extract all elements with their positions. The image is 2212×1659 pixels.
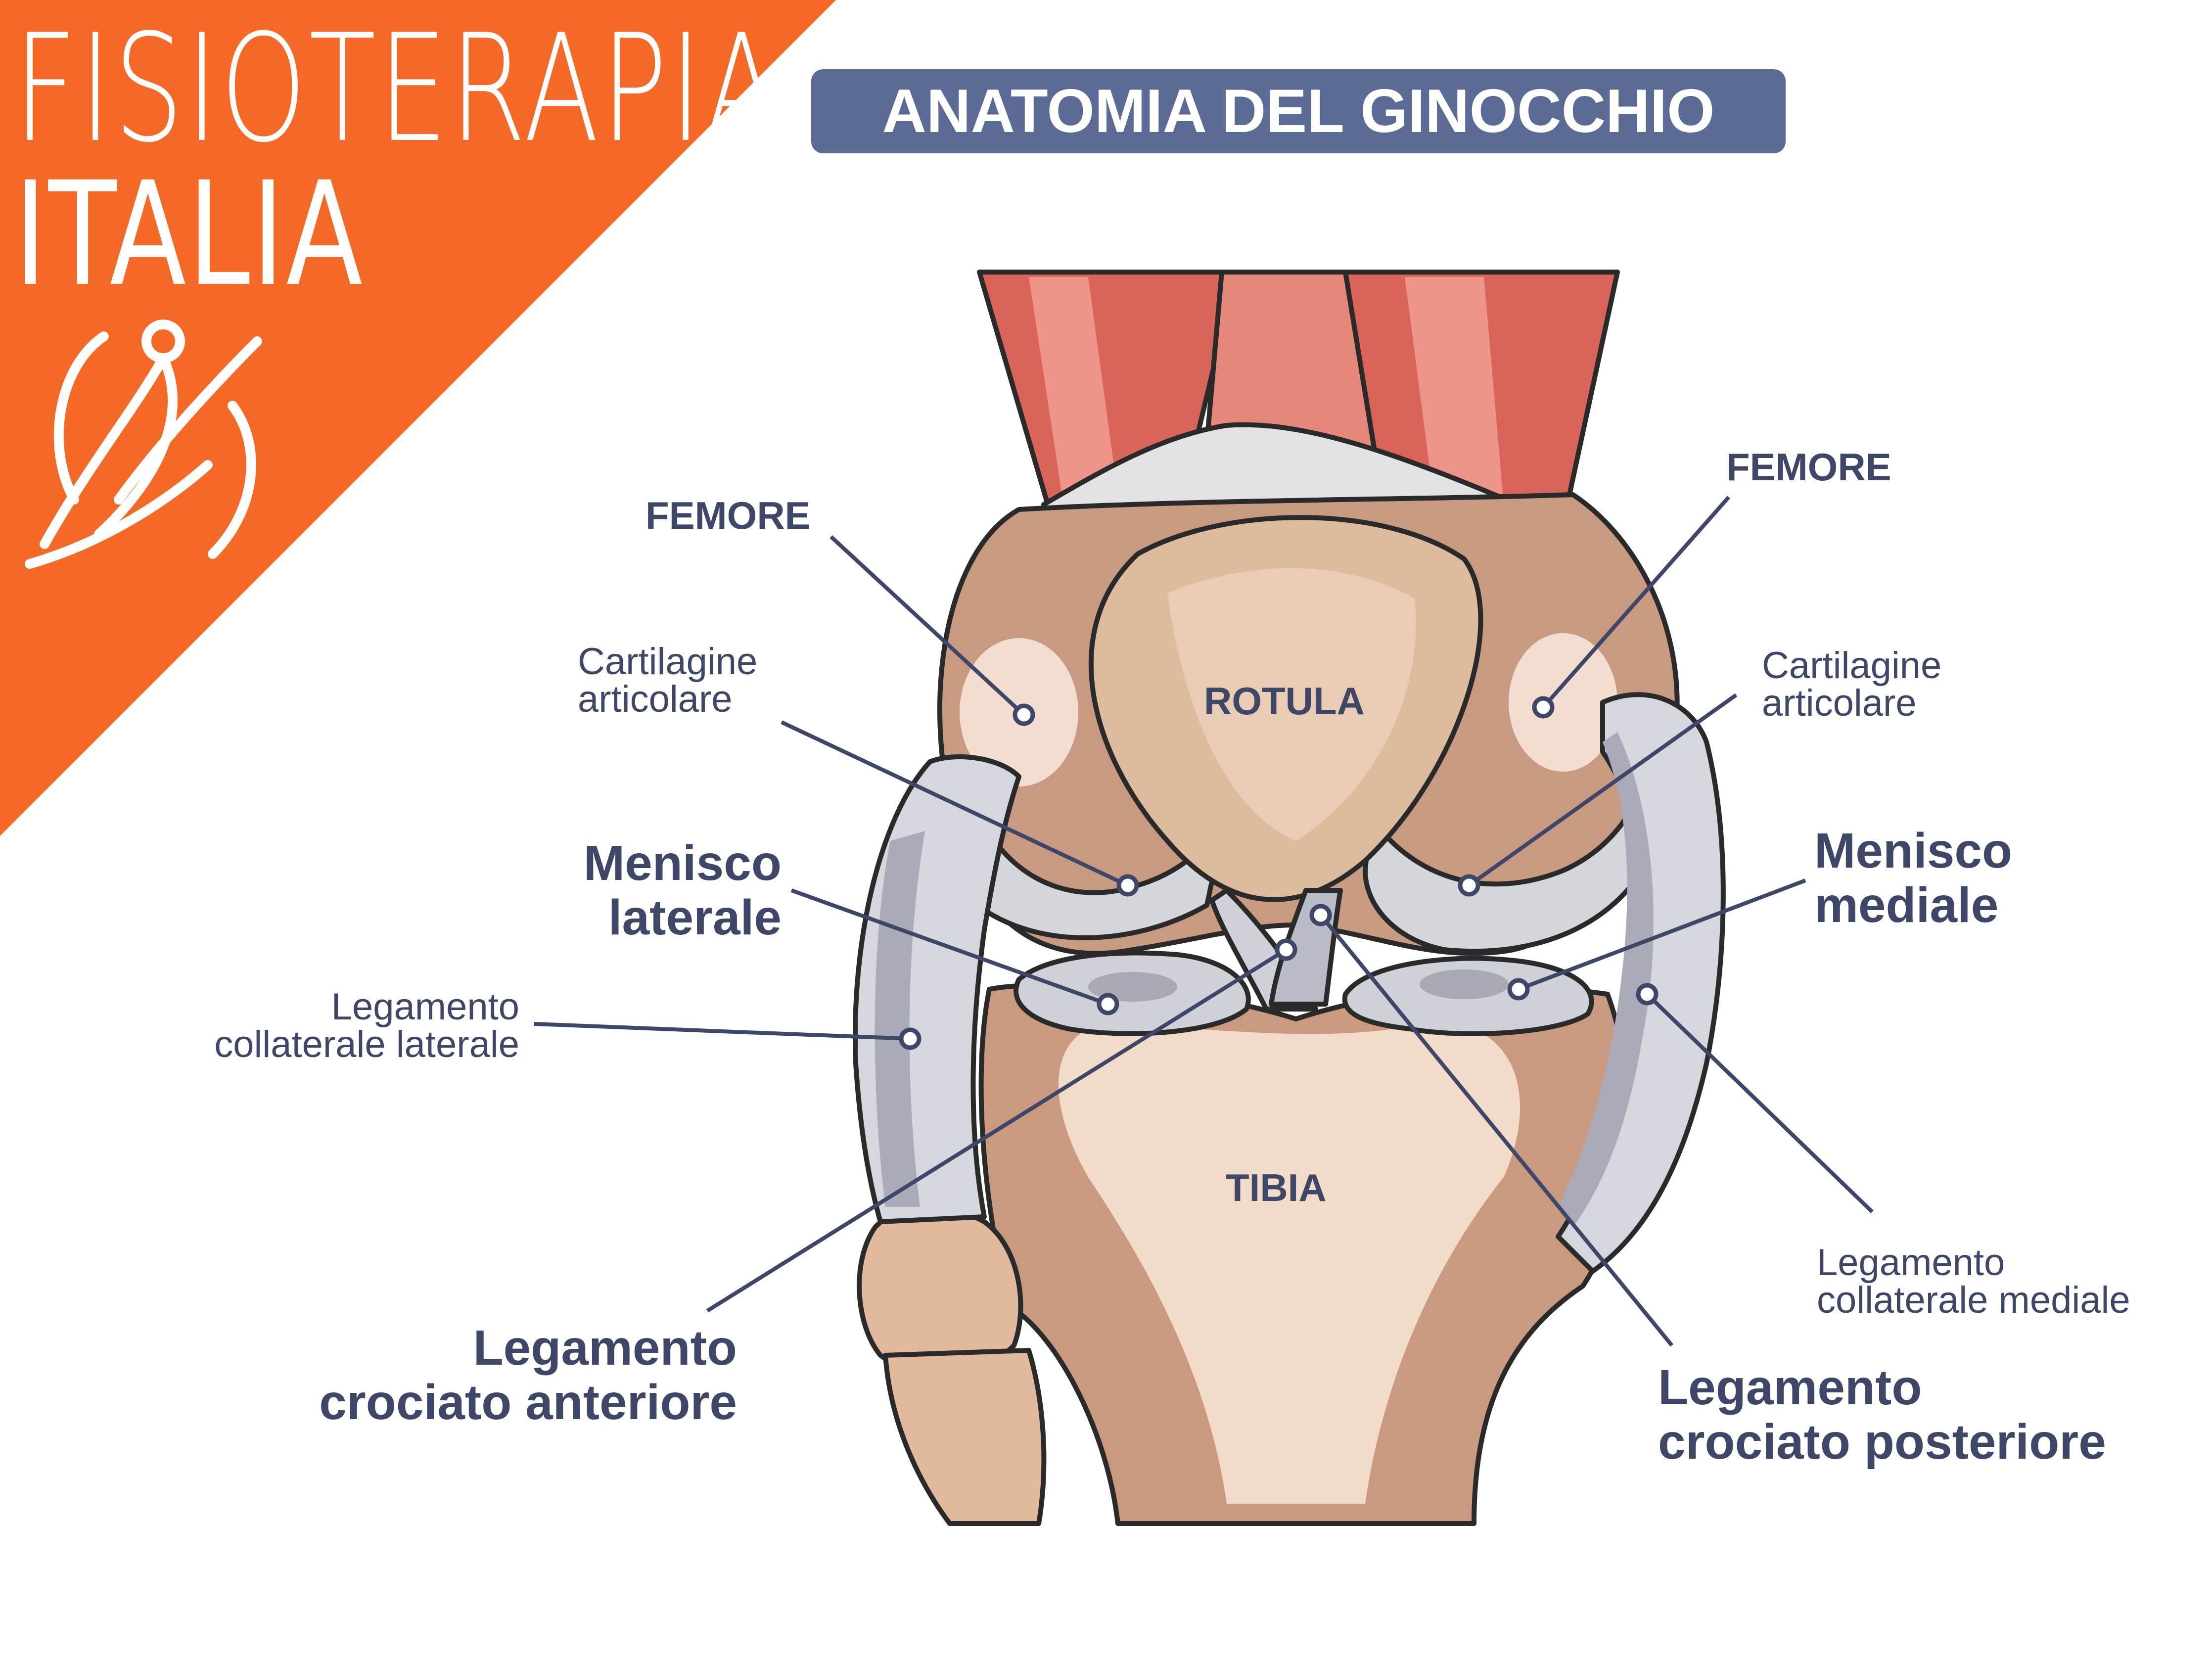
dot-cartilagine-right (1458, 874, 1480, 897)
dot-collaterale-mediale (1636, 983, 1659, 1006)
dot-crociato-anteriore (1275, 938, 1297, 961)
dot-crociato-posteriore (1309, 904, 1332, 926)
dot-menisco-mediale (1507, 978, 1530, 1001)
page-title: ANATOMIA DEL GINOCCHIO (811, 69, 1786, 153)
label-menisco-mediale: Menisco mediale (1814, 823, 2013, 933)
leader-femore-right (1542, 496, 1730, 709)
label-collaterale-laterale: Legamento collaterale laterale (214, 986, 519, 1065)
knee-drawing (852, 270, 1726, 1526)
brand-name-line2: ITALIA (14, 151, 365, 318)
leader-collaterale-mediale (1646, 993, 1874, 1213)
dot-femore-right (1532, 696, 1555, 719)
leader-collaterale-laterale (534, 1022, 911, 1041)
dot-cartilagine-left (1116, 874, 1139, 897)
leader-menisco-mediale (1518, 878, 1806, 991)
brand-logo-icon (25, 320, 262, 569)
label-crociato-posteriore: Legamento crociato posteriore (1658, 1360, 2106, 1470)
label-crociato-anteriore: Legamento crociato anteriore (319, 1320, 737, 1430)
leader-cartilagine-left (781, 720, 1129, 887)
dot-menisco-laterale (1097, 993, 1119, 1015)
brand-corner-triangle (0, 0, 836, 836)
brand-name-line1: FISIOTERAPIA (14, 2, 782, 175)
label-collaterale-mediale: Legamento collaterale mediale (1817, 1242, 2130, 1321)
leader-crociato-posteriore (1319, 914, 1674, 1347)
leader-femore-left (830, 535, 1025, 716)
leader-crociato-anteriore (706, 948, 1288, 1313)
label-rotula: ROTULA (1204, 679, 1365, 723)
dot-femore-left (1013, 703, 1035, 726)
leader-lines (534, 496, 1874, 1347)
dot-collaterale-laterale (899, 1027, 922, 1050)
label-menisco-laterale: Menisco laterale (583, 835, 782, 945)
label-cartilagine-right: Cartilagine articolare (1762, 645, 1942, 724)
leader-dots (899, 696, 1659, 1050)
leader-menisco-laterale (790, 888, 1109, 1006)
label-femore-right: FEMORE (1726, 445, 1891, 489)
label-femore-left: FEMORE (645, 494, 811, 537)
leader-cartilagine-right (1468, 693, 1738, 887)
label-cartilagine-left: Cartilagine articolare (578, 641, 758, 720)
label-tibia: TIBIA (1226, 1166, 1327, 1209)
